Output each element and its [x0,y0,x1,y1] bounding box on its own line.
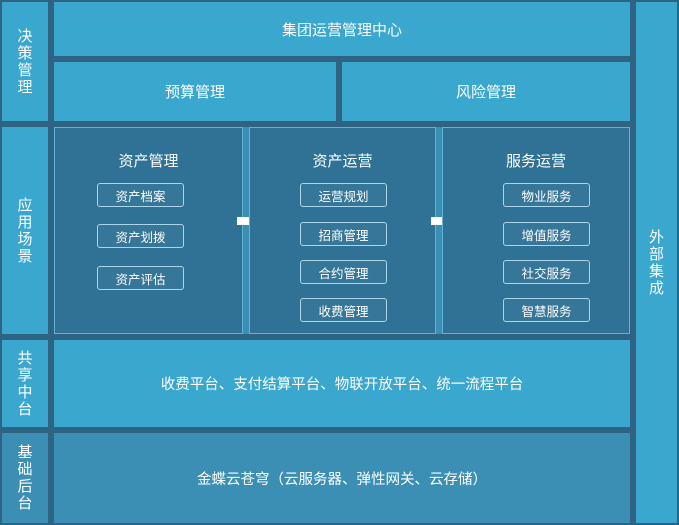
item-operation-planning: 运营规划 [300,183,387,207]
risk-management-block: 风险管理 [342,62,630,121]
row-label-shared: 共 享 中 台 [2,340,48,427]
column-title: 服务运营 [505,152,566,170]
column-title: 资产运营 [312,152,373,170]
item-asset-archive: 资产档案 [97,183,184,207]
item-contract-management: 合约管理 [300,260,387,284]
group-operations-center: 集团运营管理中心 [54,2,630,56]
item-investment-management: 招商管理 [300,222,387,246]
item-property-service: 物业服务 [503,183,590,207]
budget-management-block: 预算管理 [54,62,336,121]
column-asset-operations: 资产运营 运营规划 招商管理 合约管理 收费管理 [249,127,436,334]
item-asset-transfer: 资产划拨 [97,224,184,248]
shared-platform-block: 收费平台、支付结算平台、物联开放平台、统一流程平台 [54,340,630,427]
item-smart-service: 智慧服务 [503,298,590,322]
column-service-operations: 服务运营 物业服务 增值服务 社交服务 智慧服务 [442,127,630,334]
row-label-application: 应 用 场 景 [2,127,48,334]
item-fee-management: 收费管理 [300,298,387,322]
external-integration-column: 外 部 集 成 [636,2,677,523]
item-asset-evaluation: 资产评估 [97,266,184,290]
column-title: 资产管理 [118,152,179,170]
base-platform-block: 金蝶云苍穹（云服务器、弹性网关、云存储） [54,433,630,523]
column-asset-management: 资产管理 资产档案 资产划拨 资产评估 [54,127,243,334]
item-value-added-service: 增值服务 [503,222,590,246]
item-social-service: 社交服务 [503,260,590,284]
row-label-base: 基 础 后 台 [2,433,48,523]
row-label-decision: 决 策 管 理 [2,2,48,121]
